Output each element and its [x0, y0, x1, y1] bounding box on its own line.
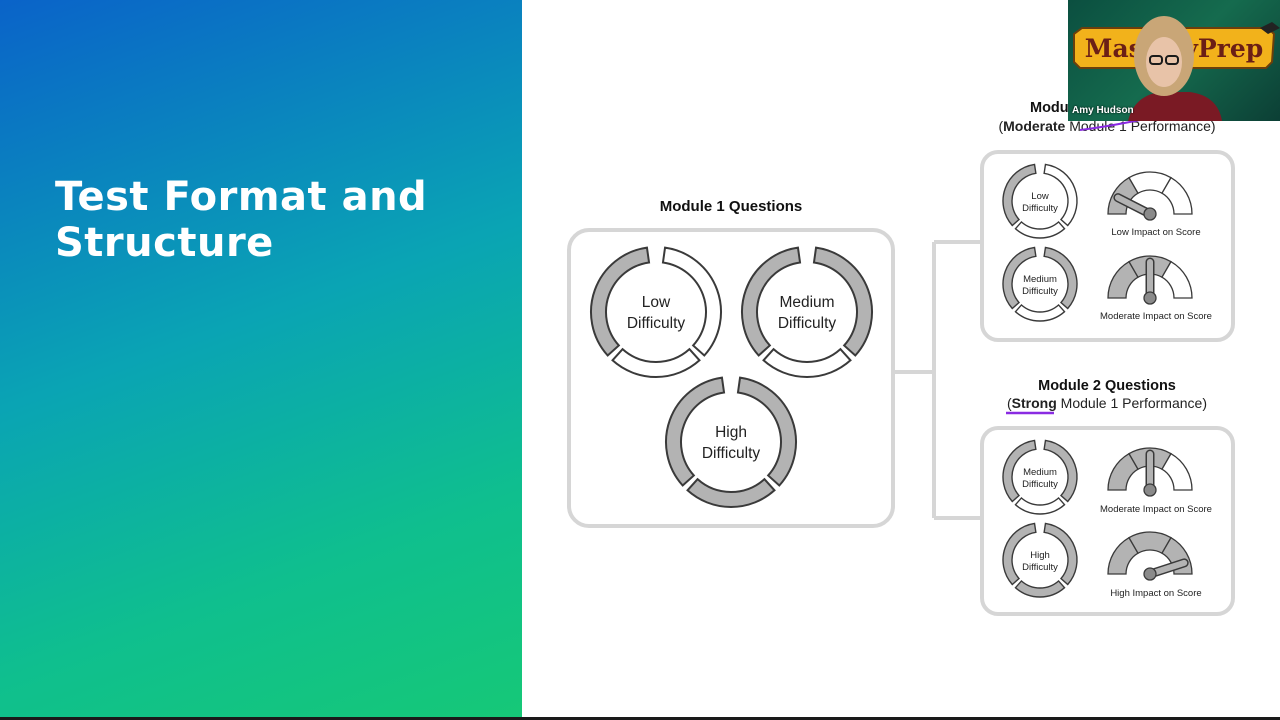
module2-moderate-moderate-impact-gauge: [1107, 255, 1193, 305]
slide-title: Test Format and Structure: [55, 174, 428, 266]
glasses-lens: [1165, 55, 1179, 65]
ring-label-line1: High: [1030, 550, 1050, 561]
gauge-caption: Low Impact on Score: [1111, 227, 1200, 238]
module1-title: Module 1 Questions: [660, 198, 803, 215]
slide-left-panel: Test Format and Structure: [0, 0, 522, 720]
webcam-scene: MasteryPrep: [1073, 16, 1280, 121]
module2-moderate-title: Modu: [1030, 100, 1069, 116]
ring-label-line2: Difficulty: [1022, 203, 1058, 214]
ring-segment: [661, 246, 722, 357]
ring-label-line2: Difficulty: [778, 315, 837, 332]
gauge-hub: [1143, 291, 1157, 305]
ring-label-line1: Medium: [1023, 467, 1057, 478]
module1-box: [567, 228, 895, 528]
ring-segment: [1043, 163, 1078, 227]
graduation-cap-icon: [1260, 22, 1280, 34]
ring-label-line1: Medium: [1023, 274, 1057, 285]
ring-segment: [1002, 163, 1037, 227]
ring-segment: [611, 347, 701, 378]
ring-label-line2: Difficulty: [1022, 286, 1058, 297]
module2-strong-subtitle: (Strong Module 1 Performance): [1007, 395, 1207, 411]
ring-segment: [812, 246, 873, 357]
bottom-edge-bar: [0, 717, 1280, 720]
gauge-segment: [1161, 176, 1193, 215]
module2-moderate-low-impact-gauge: [1107, 171, 1193, 221]
gauge-hub: [1143, 567, 1157, 581]
module2-strong-title: Module 2 Questions: [1038, 378, 1176, 394]
presenter-body: [1128, 92, 1222, 121]
gauge-hub: [1143, 483, 1157, 497]
ring-segment: [1043, 439, 1078, 503]
module2-moderate-medium-difficulty-ring: Medium Difficulty: [1002, 246, 1078, 322]
gauge-caption: Moderate Impact on Score: [1100, 311, 1212, 322]
ring-label-line2: Difficulty: [627, 315, 686, 332]
module2-moderate-low-difficulty-ring: Low Difficulty: [1002, 163, 1078, 239]
ring-segment: [665, 376, 726, 487]
module2-strong-moderate-impact-gauge: [1107, 447, 1193, 497]
glasses-icon: [1149, 55, 1163, 65]
ring-label-line2: Difficulty: [1022, 562, 1058, 573]
gauge-segment: [1161, 260, 1193, 299]
ring-label-line1: Low: [642, 294, 671, 311]
gauge-caption: High Impact on Score: [1110, 588, 1201, 599]
module2-strong-high-difficulty-ring: High Difficulty: [1002, 522, 1078, 598]
presenter-face: [1146, 37, 1182, 87]
ring-segment: [762, 347, 852, 378]
annotation-stroke: [1079, 119, 1141, 131]
ring-label-line2: Difficulty: [1022, 479, 1058, 490]
ring-segment: [1014, 496, 1066, 515]
ring-segment: [736, 376, 797, 487]
ring-label-line1: Low: [1031, 191, 1049, 202]
ring-label-line1: High: [715, 424, 747, 441]
presenter-webcam: MasteryPrep Amy Hudson: [1068, 0, 1280, 121]
ring-segment: [1002, 439, 1037, 503]
module2-moderate-subtitle: (Moderate Module 1 Performance): [998, 118, 1215, 134]
ring-label-line2: Difficulty: [702, 445, 761, 462]
ring-segment: [1002, 522, 1037, 586]
ring-segment: [1014, 579, 1066, 598]
module2-strong-high-impact-gauge: [1107, 531, 1193, 581]
gauge-segment: [1161, 452, 1193, 491]
presenter-name: Amy Hudson: [1072, 105, 1134, 116]
module1-medium-difficulty-ring: Medium Difficulty: [741, 246, 873, 378]
ring-segment: [590, 246, 651, 357]
connector-lines: [894, 240, 982, 520]
ring-segment: [1014, 303, 1066, 322]
ring-segment: [1043, 246, 1078, 310]
module1-low-difficulty-ring: Low Difficulty: [590, 246, 722, 378]
module1-high-difficulty-ring: High Difficulty: [665, 376, 797, 508]
module2-strong-medium-difficulty-ring: Medium Difficulty: [1002, 439, 1078, 515]
ring-segment: [1014, 220, 1066, 239]
gauge-hub: [1143, 207, 1157, 221]
ring-segment: [741, 246, 802, 357]
gauge-caption: Moderate Impact on Score: [1100, 504, 1212, 515]
ring-segment: [1002, 246, 1037, 310]
ring-label-line1: Medium: [779, 294, 834, 311]
ring-segment: [686, 477, 776, 508]
ring-segment: [1043, 522, 1078, 586]
